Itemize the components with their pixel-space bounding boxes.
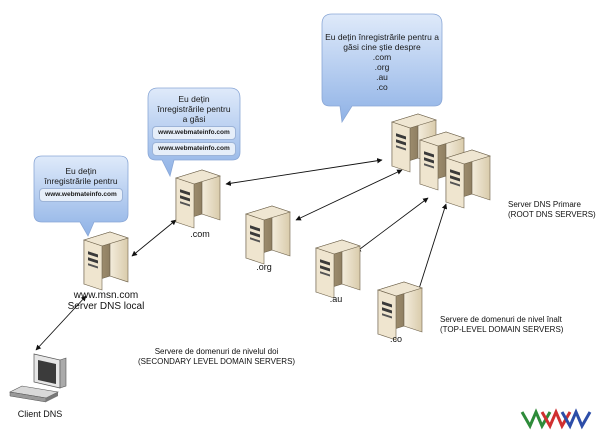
- sld-servers-line: (SECONDARY LEVEL DOMAIN SERVERS): [138, 357, 296, 366]
- co-server-icon: [377, 281, 423, 341]
- www-logo: [520, 408, 592, 430]
- arrow-au-root: [355, 197, 429, 253]
- com-server-icon: [175, 169, 221, 229]
- local-bubble-line: Eu dețin: [65, 166, 97, 176]
- root-bubble-line: .au: [376, 72, 388, 82]
- client-computer-icon: [9, 353, 67, 403]
- root-bubble-line: .org: [374, 62, 390, 72]
- root-bubble-line: Eu dețin înregistrările pentru a: [325, 32, 439, 42]
- com-bubble-line: a găsi: [182, 114, 206, 124]
- root-bubble: [321, 13, 443, 124]
- client-dns-label: Client DNS: [17, 409, 63, 419]
- root-servers-line: (ROOT DNS SERVERS): [508, 210, 596, 219]
- tld-servers-line: (TOP-LEVEL DOMAIN SERVERS): [440, 325, 564, 334]
- url-pill: www.webmateinfo.com: [152, 142, 236, 156]
- com-label: .com: [190, 229, 210, 239]
- url-pill: www.webmateinfo.com: [152, 126, 236, 140]
- local-server-icon: [83, 231, 129, 291]
- co-label: .co: [389, 334, 402, 344]
- local-dns-label: Server DNS local: [67, 301, 145, 312]
- local-bubble-text: Eu dețin înregistrările pentru www.webma…: [34, 166, 128, 202]
- arrow-local-com: [131, 219, 177, 257]
- root-servers-line: Server DNS Primare: [508, 200, 581, 209]
- root-bubble-text: Eu dețin înregistrările pentru a găsi ci…: [322, 32, 442, 92]
- root-bubble-line: .co: [376, 82, 388, 92]
- root-bubble-line: .com: [372, 52, 392, 62]
- root-servers-label: Server DNS Primare (ROOT DNS SERVERS): [508, 200, 596, 220]
- root-server-icon: [445, 149, 491, 209]
- com-bubble-line: înregistrările pentru: [157, 104, 231, 114]
- arrow-co-root: [416, 203, 448, 293]
- com-bubble-line: Eu dețin: [178, 94, 210, 104]
- sld-servers-label: Servere de domenuri de nivelul doi (SECO…: [138, 347, 295, 367]
- arrow-org-root: [295, 169, 403, 221]
- au-server-icon: [315, 239, 361, 299]
- url-pill: www.webmateinfo.com: [39, 188, 123, 202]
- org-label: .org: [256, 262, 272, 272]
- sld-servers-line: Servere de domenuri de nivelul doi: [154, 347, 279, 356]
- arrow-client-local: [35, 295, 87, 351]
- tld-servers-label: Servere de domenuri de nivel înalt (TOP-…: [440, 315, 563, 335]
- root-bubble-line: găsi cine știe despre: [343, 42, 421, 52]
- tld-servers-line: Servere de domenuri de nivel înalt: [440, 315, 562, 324]
- connection-arrows: [35, 158, 448, 351]
- com-bubble-text: Eu dețin înregistrările pentru a găsi ww…: [148, 94, 240, 156]
- au-label: .au: [329, 294, 343, 304]
- org-server-icon: [245, 205, 291, 265]
- local-bubble-line: înregistrările pentru: [44, 176, 118, 186]
- local-dns-host: www.msn.com: [73, 290, 139, 301]
- arrow-com-root: [225, 158, 383, 186]
